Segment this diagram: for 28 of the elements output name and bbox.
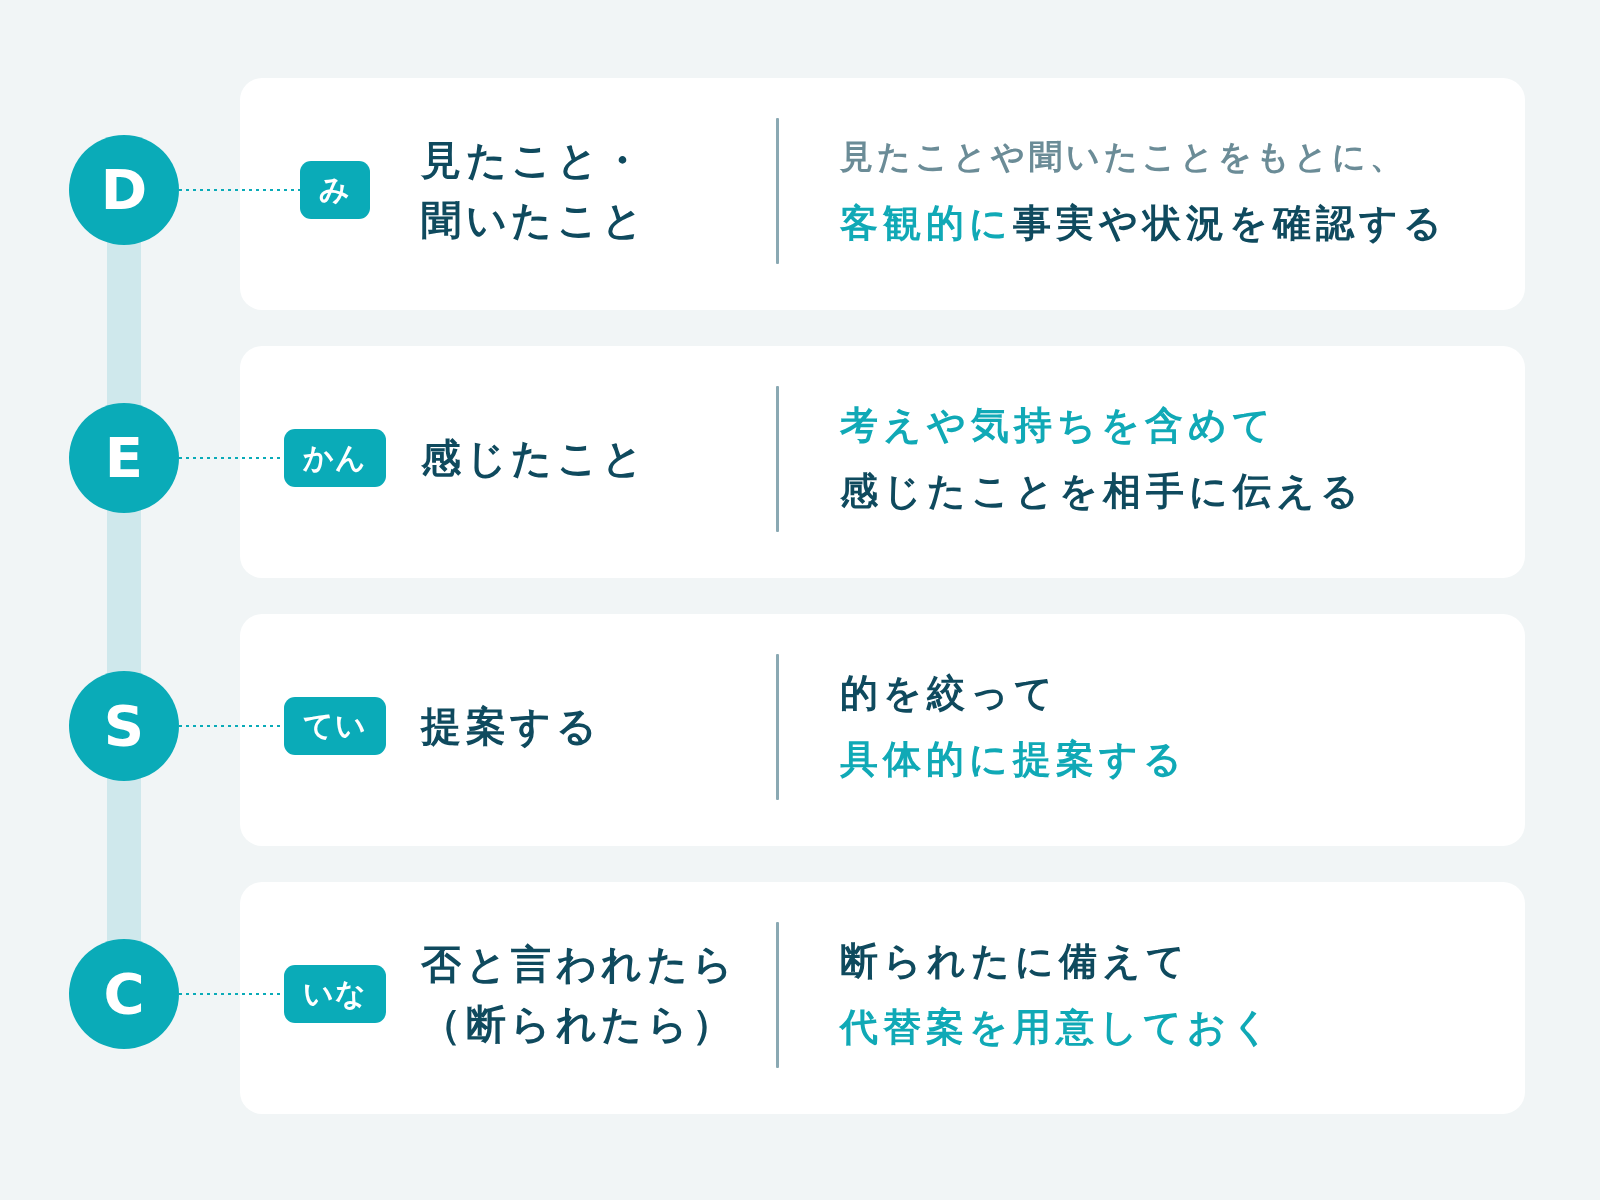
letter-circle: S — [69, 671, 179, 781]
description-line: 的を絞って — [840, 670, 1058, 717]
reading-badge: かん — [284, 429, 386, 487]
letter-circle: E — [69, 403, 179, 513]
step-heading: 感じたこと — [421, 434, 649, 483]
step-heading: 否と言われたら（断られたら） — [421, 940, 739, 1049]
description-line: 客観的に事実や状況を確認する — [840, 200, 1447, 247]
description-line: 代替案を用意しておく — [840, 1004, 1275, 1051]
description-line: 考えや気持ちを含めて — [840, 402, 1276, 449]
reading-badge: いな — [284, 965, 386, 1023]
timeline-bar — [107, 510, 141, 674]
reading-badge: てい — [284, 697, 386, 755]
step-heading: 提案する — [421, 702, 602, 751]
letter-circle: C — [69, 939, 179, 1049]
letter-circle: D — [69, 135, 179, 245]
timeline-bar — [107, 778, 141, 942]
dotted-connector — [178, 189, 301, 191]
step-card — [240, 614, 1525, 846]
step-card — [240, 78, 1525, 310]
description-line: 具体的に提案する — [840, 736, 1187, 783]
reading-badge: み — [300, 161, 370, 219]
description-line: 見たことや聞いたことをもとに、 — [840, 136, 1407, 178]
description-line: 感じたことを相手に伝える — [840, 468, 1364, 515]
step-card — [240, 882, 1525, 1114]
step-card — [240, 346, 1525, 578]
description-line: 断られたに備えて — [840, 938, 1190, 985]
timeline-bar — [107, 242, 141, 406]
step-heading: 見たこと・聞いたこと — [421, 136, 649, 245]
